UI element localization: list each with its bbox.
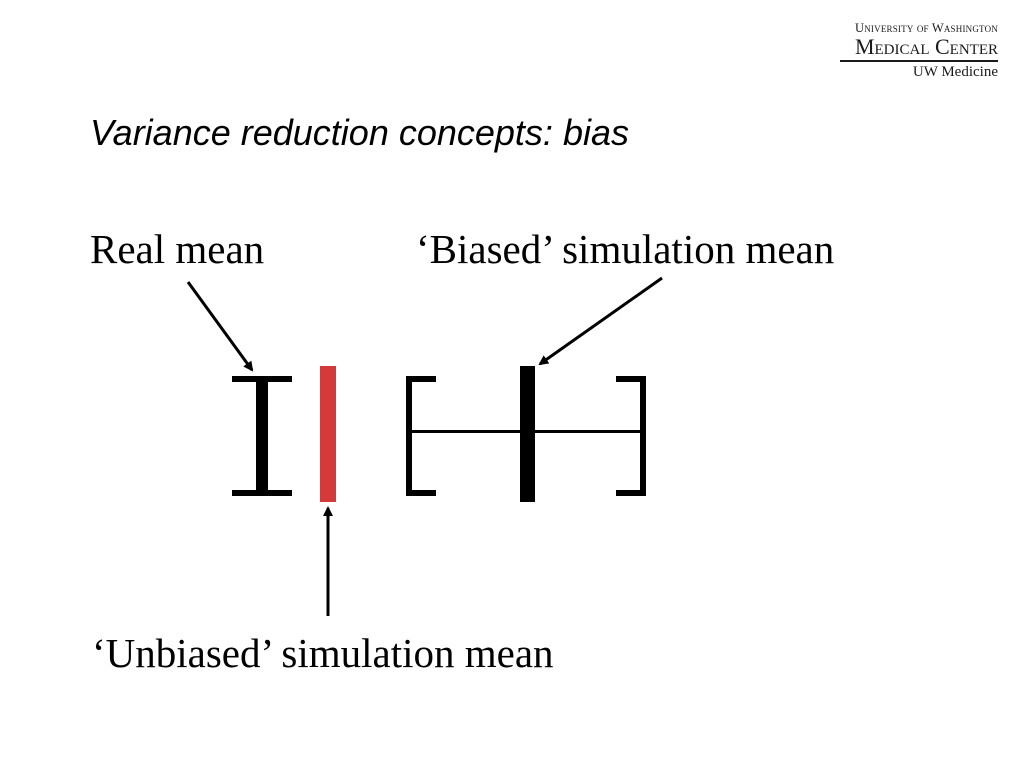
real-mean-label: Real mean	[90, 226, 264, 272]
biased-mean-label: ‘Biased’ simulation mean	[416, 226, 834, 272]
left-bracket	[406, 376, 436, 382]
real-mean-arrow	[186, 281, 254, 372]
logo-university-text: University of Washington	[855, 21, 998, 35]
logo-uw-medicine-text: UW Medicine	[912, 64, 998, 80]
unbiased-mean-label: ‘Unbiased’ simulation mean	[92, 630, 554, 676]
biased-mean-arrow	[538, 276, 663, 366]
logo-divider	[840, 60, 998, 62]
logo-medical-center-text: Medical Center	[854, 34, 998, 59]
real-mean-marker	[232, 376, 292, 496]
uw-medicine-logo: University of Washington Medical Center …	[838, 20, 998, 81]
right-bracket	[616, 376, 646, 382]
biased-mean-marker	[520, 366, 535, 502]
unbiased-mean-marker	[320, 366, 336, 502]
slide-title: Variance reduction concepts: bias	[90, 112, 629, 153]
